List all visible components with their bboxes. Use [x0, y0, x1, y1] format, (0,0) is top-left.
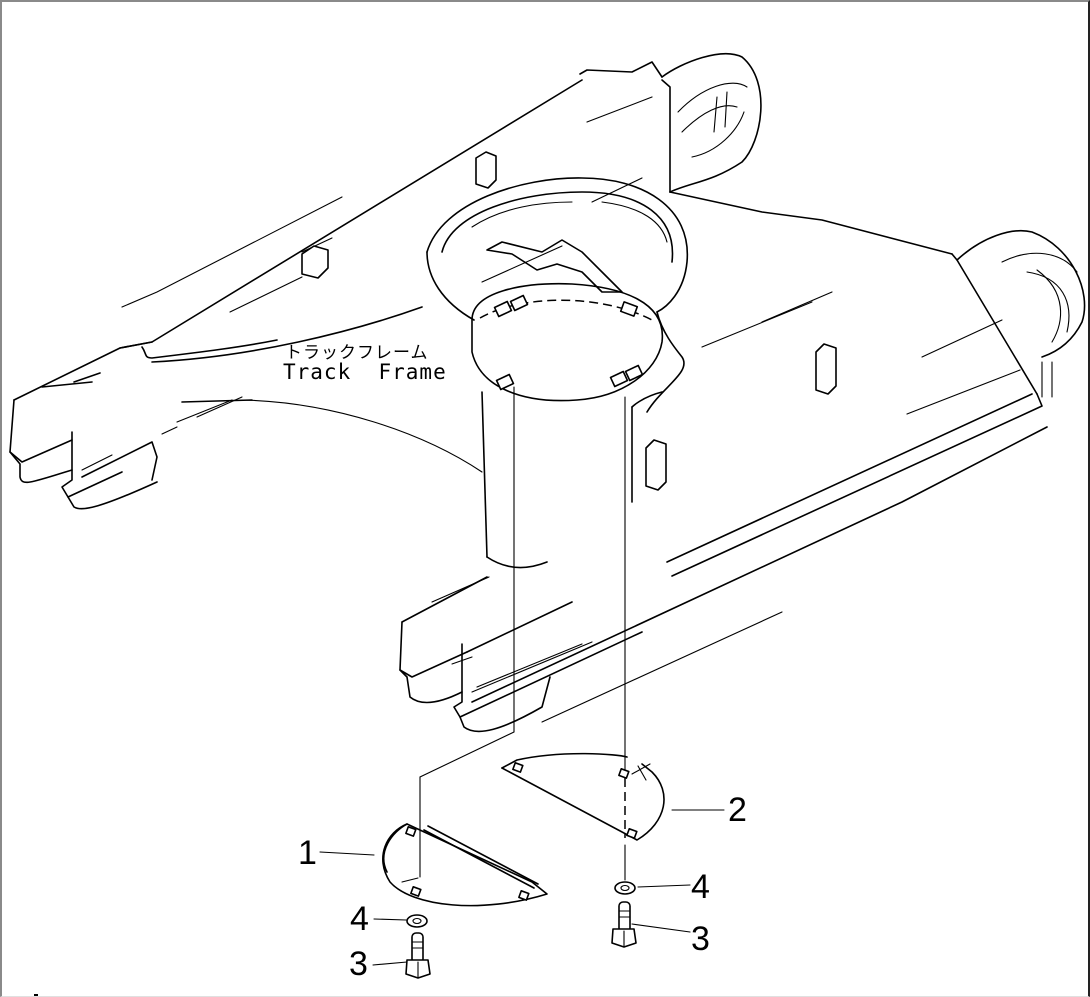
- cover-plate-2: [501, 752, 665, 841]
- bolt-left: [405, 932, 431, 979]
- right-track-frame-arm: [471, 191, 1048, 723]
- callout-2: 2: [728, 791, 747, 829]
- upper-idler-roller: [661, 53, 762, 193]
- callout-4-right: 4: [691, 868, 710, 906]
- left-track-frame-arm: [9, 79, 583, 510]
- washer-left: [406, 914, 428, 928]
- cover-plate-1: [382, 823, 548, 907]
- callout-leader-4-right: [637, 884, 691, 888]
- bolt-right: [611, 901, 637, 948]
- upper-beam: [301, 61, 671, 283]
- callout-3-left: 3: [349, 945, 368, 983]
- callout-leader-3-left: [372, 961, 408, 966]
- callout-leader-4-left: [373, 918, 407, 921]
- front-track-frame-end: [399, 576, 643, 733]
- callout-leader-1: [319, 851, 375, 856]
- assembly-label-japanese: トラックフレーム: [285, 343, 429, 363]
- callout-3-right: 3: [691, 920, 710, 958]
- frame-underside-left: [241, 399, 483, 473]
- assembly-label-english: Track Frame: [283, 360, 447, 384]
- callout-4-left: 4: [350, 900, 369, 938]
- washer-right: [614, 881, 636, 895]
- leader-path-plate1: [419, 731, 515, 878]
- right-idler-roller: [956, 229, 1086, 398]
- swing-circle-mount: [426, 177, 689, 402]
- callout-1: 1: [298, 834, 317, 872]
- frame-crease-left: [151, 306, 423, 363]
- center-body: [481, 311, 685, 569]
- callout-leader-3-right: [631, 923, 691, 933]
